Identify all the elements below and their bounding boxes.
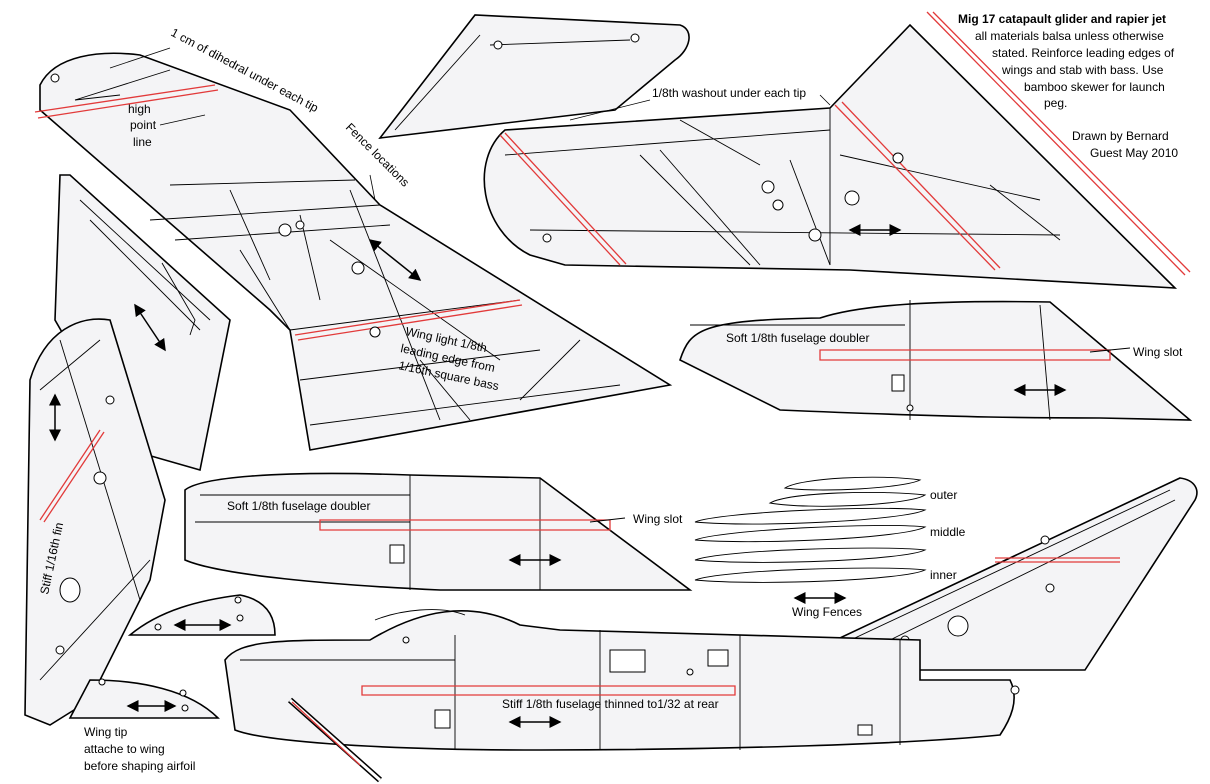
title-line-6: peg.: [1044, 96, 1067, 110]
wing-slot-left-label: Wing slot: [633, 512, 683, 526]
credit: Drawn by Bernard Guest May 2010: [1072, 129, 1178, 160]
wing-fences: [694, 476, 927, 604]
main-fuselage: [224, 609, 1020, 783]
title-line-5: bamboo skewer for launch: [1024, 80, 1165, 94]
title-line-2: all materials balsa unless otherwise: [975, 29, 1164, 43]
left-wing-panel: [34, 52, 673, 451]
fence-outer-label: outer: [930, 488, 957, 502]
title-line-4: wings and stab with bass. Use: [1001, 63, 1164, 77]
credit-line-2: Guest May 2010: [1090, 146, 1178, 160]
title-note: Mig 17 catapault glider and rapier jet a…: [958, 12, 1175, 110]
title-line-3: stated. Reinforce leading edges of: [992, 46, 1175, 60]
title-line-1: Mig 17 catapault glider and rapier jet: [958, 12, 1166, 26]
credit-line-1: Drawn by Bernard: [1072, 129, 1169, 143]
soft-doubler-left-label: Soft 1/8th fuselage doubler: [227, 499, 370, 513]
left-fuselage-doubler: [184, 472, 693, 591]
stab-panel: [54, 174, 231, 472]
tailplane-part: [378, 14, 690, 140]
fin-part: [24, 318, 166, 726]
leader-lines: [109, 47, 831, 201]
washout-label: 1/8th washout under each tip: [652, 86, 806, 100]
fence-inner-label: inner: [930, 568, 957, 582]
wing-tip-label-1: Wing tip: [84, 725, 128, 739]
wing-tip-upper: [127, 594, 276, 636]
tail-stab: [824, 477, 1198, 671]
wing-tip-label-3: before shaping airfoil: [84, 759, 195, 773]
right-fuselage-doubler: [679, 300, 1193, 421]
wing-fences-label: Wing Fences: [792, 605, 862, 619]
stiff-fuselage-label: Stiff 1/8th fuselage thinned to1/32 at r…: [502, 697, 719, 711]
right-wing-panel: [483, 11, 1191, 289]
fence-middle-label: middle: [930, 525, 966, 539]
high-point-label-2: point: [130, 118, 157, 132]
high-point-label-1: high: [128, 102, 151, 116]
wing-tip-lower: [68, 678, 220, 719]
soft-doubler-right-label: Soft 1/8th fuselage doubler: [726, 331, 869, 345]
wing-slot-right-label: Wing slot: [1133, 345, 1183, 359]
high-point-label-3: line: [133, 135, 152, 149]
wing-tip-label-2: attache to wing: [84, 742, 165, 756]
